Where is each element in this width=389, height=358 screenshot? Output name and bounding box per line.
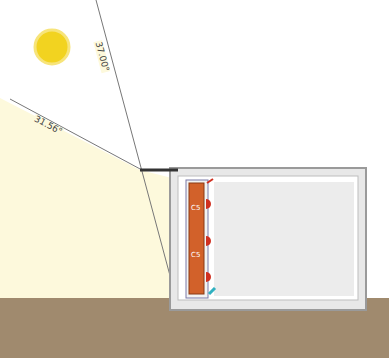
building-interior <box>178 176 358 300</box>
heat-panel <box>189 183 204 294</box>
room <box>214 182 354 296</box>
sun-ray-line <box>96 0 176 298</box>
wall-cavity <box>186 180 208 298</box>
sun-ray-line <box>10 99 142 170</box>
vent <box>206 236 211 246</box>
vent <box>207 179 213 183</box>
overhang <box>140 169 178 172</box>
panel-label: C5 <box>191 205 200 212</box>
vent <box>206 199 211 209</box>
inlet-vent <box>209 288 215 294</box>
building-shell <box>170 168 366 310</box>
panel-label: C5 <box>191 252 200 259</box>
sunlight-beam <box>0 98 172 298</box>
sun <box>35 30 69 64</box>
vent <box>206 272 211 282</box>
